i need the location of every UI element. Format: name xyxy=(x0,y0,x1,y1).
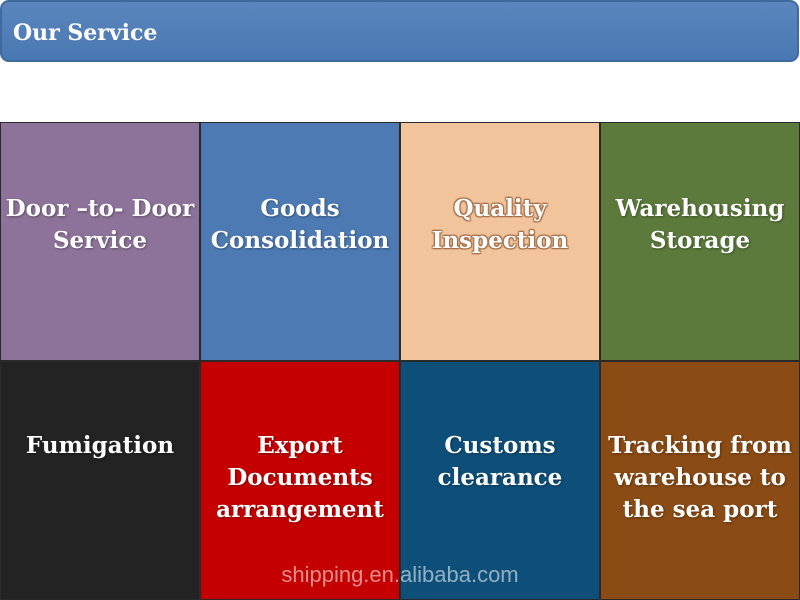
service-grid: Door –to- Door Service Goods Consolidati… xyxy=(0,122,800,600)
header-bar: Our Service xyxy=(0,0,799,62)
service-tile-fumigation: Fumigation xyxy=(0,361,200,600)
page-title: Our Service xyxy=(13,20,158,46)
service-tile-label: Quality Inspection xyxy=(431,195,569,254)
service-tile-label: Export Documents arrangement xyxy=(216,432,384,523)
service-tile-label: Door –to- Door Service xyxy=(5,195,195,254)
service-tile-goods-consolidation: Goods Consolidation xyxy=(200,122,400,361)
service-tile-warehousing-storage: Warehousing Storage xyxy=(600,122,800,361)
service-tile-label: Warehousing Storage xyxy=(615,195,785,254)
service-tile-export-documents: Export Documents arrangement xyxy=(200,361,400,600)
service-tile-label: Fumigation xyxy=(25,432,175,459)
service-tile-quality-inspection: Quality Inspection xyxy=(400,122,600,361)
service-tile-door-to-door: Door –to- Door Service xyxy=(0,122,200,361)
service-tile-label: Customs clearance xyxy=(437,432,563,491)
service-tile-tracking: Tracking from warehouse to the sea port xyxy=(600,361,800,600)
service-tile-label: Tracking from warehouse to the sea port xyxy=(608,432,792,523)
service-tile-label: Goods Consolidation xyxy=(210,195,390,254)
service-tile-customs-clearance: Customs clearance xyxy=(400,361,600,600)
